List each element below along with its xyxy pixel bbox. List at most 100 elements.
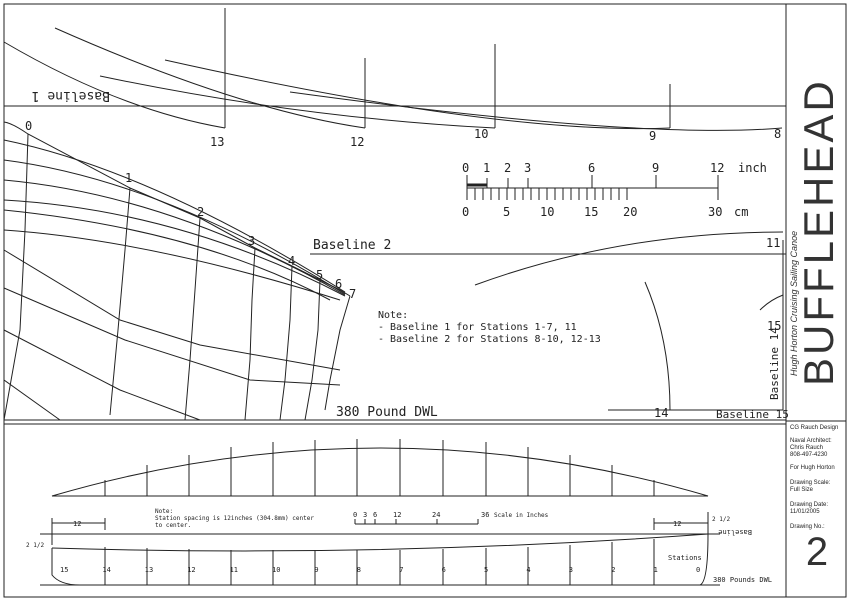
note-line-1: - Baseline 1 for Stations 1-7, 11	[378, 322, 577, 333]
body-station-7-label: 7	[349, 287, 356, 301]
scale-bar-upper	[466, 175, 719, 200]
station-14-curve	[644, 281, 671, 411]
lower-scale-0: 0	[353, 511, 357, 519]
station-number: 8	[357, 566, 361, 574]
cm-tick-10: 10	[540, 205, 554, 219]
body-station-6-label: 6	[335, 277, 342, 291]
cm-tick-20: 20	[623, 205, 637, 219]
inch-tick-12: 12	[710, 161, 724, 175]
station-number: 0	[696, 566, 700, 574]
note-title: Note:	[378, 310, 408, 321]
body-station-2-label: 2	[197, 205, 204, 219]
station-number: 2	[611, 566, 615, 574]
cm-tick-30: 30	[708, 205, 722, 219]
baseline-1-label: Baseline 1	[32, 88, 110, 103]
station-11-label: 11	[766, 236, 780, 250]
inch-tick-2: 2	[504, 161, 511, 175]
designer-name: CG Rauch Design	[790, 425, 839, 431]
station-13-label: 13	[210, 135, 224, 149]
body-plan	[3, 121, 351, 421]
dwl-label-lower: 380 Pounds DWL	[713, 576, 772, 584]
cm-tick-0: 0	[462, 205, 469, 219]
title-block: BUFFLEHEAD Hugh Horton Cruising Sailing …	[787, 4, 845, 421]
station-12-label: 12	[350, 135, 364, 149]
baseline-label-lower: Baseline	[718, 528, 752, 536]
station-10-label: 10	[474, 127, 488, 141]
station-15-curve	[759, 294, 784, 311]
lower-scale-24: 24	[432, 511, 440, 519]
drawing-number: 2	[805, 530, 829, 574]
lower-scale-label: Scale in Inches	[494, 512, 549, 519]
dim-half-left: 2 1/2	[26, 542, 44, 549]
lower-note-title: Note:	[155, 508, 173, 515]
baseline-15-label: Baseline 15	[716, 408, 789, 421]
title-info: CG Rauch Design Naval Architect: Chris R…	[790, 425, 844, 573]
body-station-0-label: 0	[25, 119, 32, 133]
inch-tick-6: 6	[588, 161, 595, 175]
stations-label: Stations	[668, 554, 702, 562]
station-number: 5	[484, 566, 488, 574]
station-number: 4	[526, 566, 530, 574]
scale-value: Full Size	[790, 487, 814, 493]
station-number: 7	[399, 566, 403, 574]
cm-unit: cm	[734, 205, 748, 219]
station-15-label: 15	[767, 319, 781, 333]
date-value: 11/01/2005	[790, 509, 820, 515]
station-number: 10	[272, 566, 280, 574]
number-label: Drawing No.:	[790, 524, 825, 530]
date-label: Drawing Date:	[790, 502, 829, 508]
station-9-label: 9	[649, 129, 656, 143]
station-curves-top	[3, 8, 783, 131]
station-number: 11	[230, 566, 238, 574]
body-station-4-label: 4	[288, 254, 295, 268]
dim-12-left: 12	[73, 520, 81, 528]
architect-name: Chris Rauch	[790, 445, 824, 451]
body-station-5-label: 5	[316, 268, 323, 282]
station-11-curve	[474, 231, 784, 286]
station-number: 9	[314, 566, 318, 574]
baseline-14-label: Baseline 14	[768, 327, 781, 400]
hull-profile	[40, 512, 720, 586]
scale-bar-lower	[354, 519, 479, 525]
boat-subtitle: Hugh Horton Cruising Sailing Canoe	[789, 230, 799, 376]
cm-tick-15: 15	[584, 205, 598, 219]
inch-unit: inch	[738, 161, 767, 175]
lower-scale-12: 12	[393, 511, 401, 519]
station-number: 13	[145, 566, 153, 574]
lower-scale-3: 3	[363, 511, 367, 519]
lower-scale-6: 6	[373, 511, 377, 519]
sheer-profile	[51, 447, 709, 497]
architect-label: Naval Architect:	[790, 438, 832, 444]
note-line-2: - Baseline 2 for Stations 8-10, 12-13	[378, 334, 601, 345]
dim-half-right: 2 1/2	[712, 516, 730, 523]
station-8-label: 8	[774, 127, 781, 141]
cm-tick-5: 5	[503, 205, 510, 219]
station-number: 1	[654, 566, 658, 574]
body-station-1-label: 1	[125, 171, 132, 185]
scale-label: Drawing Scale:	[790, 480, 831, 486]
inch-tick-1: 1	[483, 161, 490, 175]
sheer-stations	[104, 439, 655, 496]
station-number: 3	[569, 566, 573, 574]
inch-tick-0: 0	[462, 161, 469, 175]
lower-note-line-2: to center.	[155, 522, 191, 529]
architect-phone: 808-497-4230	[790, 452, 828, 458]
body-station-3-label: 3	[248, 234, 255, 248]
inch-tick-9: 9	[652, 161, 659, 175]
station-number: 15	[60, 566, 68, 574]
baseline-2-label: Baseline 2	[313, 238, 391, 253]
station-number: 14	[102, 566, 110, 574]
boat-name: BUFFLEHEAD	[795, 78, 842, 386]
inch-tick-3: 3	[524, 161, 531, 175]
lower-scale-36: 36	[481, 511, 489, 519]
dwl-label-upper: 380 Pound DWL	[336, 405, 438, 420]
lower-note-line-1: Station spacing is 12inches (304.8mm) ce…	[155, 515, 314, 522]
dim-12-right: 12	[673, 520, 681, 528]
station-14-label: 14	[654, 406, 668, 420]
station-number: 12	[187, 566, 195, 574]
sheet-border	[3, 3, 847, 598]
for-label: For Hugh Horton	[790, 465, 835, 471]
station-number: 6	[442, 566, 446, 574]
